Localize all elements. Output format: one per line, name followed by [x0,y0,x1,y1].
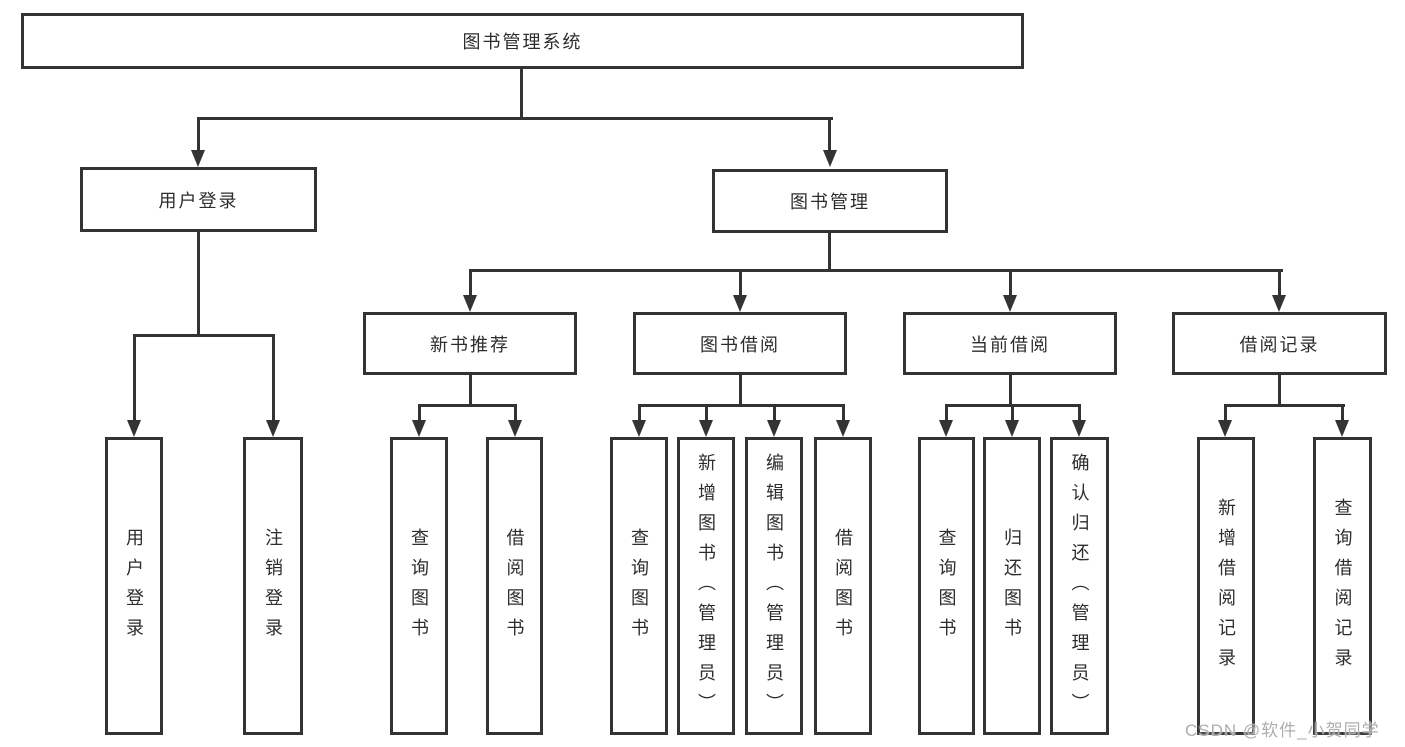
arrowhead-icon [191,150,205,167]
arrowhead-icon [1335,420,1349,437]
connector-login-drop-2 [272,334,275,422]
connector-l3-drop-4 [1278,269,1281,298]
node-current-borrowing-label: 当前借阅 [970,334,1050,355]
connector-g1-stem [469,375,472,406]
leaf-recommend-query-books-label: 查询图书 [409,528,429,648]
connector-g4-branch [1224,404,1345,407]
csdn-watermark: CSDN @软件_小贺同学 [1185,721,1380,740]
connector-g2-drop-1 [638,404,641,422]
leaf-recommend-query-books: 查询图书 [390,437,448,735]
connector-g3-stem [1009,375,1012,406]
leaf-records-add-record: 新增借阅记录 [1197,437,1255,735]
arrowhead-icon [733,295,747,312]
arrowhead-icon [767,420,781,437]
leaf-borrowing-borrow-books-label: 借阅图书 [833,528,853,648]
connector-g1-drop-1 [418,404,421,422]
arrowhead-icon [699,420,713,437]
connector-g2-branch [638,404,845,407]
leaf-current-confirm-return-admin-label: 确认归还（管理员） [1069,453,1090,723]
leaf-borrowing-add-books-admin-label: 新增图书（管理员） [696,453,716,723]
connector-login-stem [197,232,200,337]
connector-g3-drop-1 [945,404,948,422]
leaf-logout-label: 注销登录 [263,528,283,648]
node-borrow-records-label: 借阅记录 [1239,334,1320,355]
connector-g2-drop-4 [842,404,845,422]
arrowhead-icon [1005,420,1019,437]
connector-g1-drop-2 [514,404,517,422]
node-new-book-recommend-label: 新书推荐 [430,334,510,355]
connector-mgmt-stem [828,233,831,272]
leaf-records-query-record: 查询借阅记录 [1313,437,1372,735]
leaf-recommend-borrow-books-label: 借阅图书 [504,528,525,648]
connector-login-drop-1 [133,334,136,422]
connector-login-branch [133,334,275,337]
node-new-book-recommend: 新书推荐 [363,312,577,375]
node-book-borrowing-label: 图书借阅 [700,334,780,355]
arrowhead-icon [463,295,477,312]
leaf-borrowing-edit-books-admin-label: 编辑图书（管理员） [764,453,784,723]
node-borrow-records: 借阅记录 [1172,312,1387,375]
node-root-label: 图书管理系统 [462,32,583,52]
connector-g2-drop-3 [773,404,776,422]
connector-g2-stem [739,375,742,406]
arrowhead-icon [266,420,280,437]
leaf-borrowing-borrow-books: 借阅图书 [814,437,872,735]
leaf-borrowing-query-books-label: 查询图书 [629,528,649,648]
leaf-current-return-books: 归还图书 [983,437,1041,735]
arrowhead-icon [1003,295,1017,312]
arrowhead-icon [939,420,953,437]
leaf-current-query-books-label: 查询图书 [936,528,957,648]
node-book-management: 图书管理 [712,169,948,233]
leaf-borrowing-edit-books-admin: 编辑图书（管理员） [745,437,803,735]
arrowhead-icon [1218,420,1232,437]
leaf-records-query-record-label: 查询借阅记录 [1332,498,1353,678]
node-user-login: 用户登录 [80,167,317,232]
node-user-login-label: 用户登录 [158,190,239,211]
leaf-current-confirm-return-admin: 确认归还（管理员） [1050,437,1109,735]
leaf-user-login-label: 用户登录 [124,528,144,648]
node-book-management-label: 图书管理 [790,192,870,212]
connector-l2-drop-right [828,117,831,153]
arrowhead-icon [127,420,141,437]
leaf-user-login: 用户登录 [105,437,163,735]
arrowhead-icon [823,150,837,167]
connector-l3-branch [469,269,1283,272]
arrowhead-icon [836,420,850,437]
leaf-borrowing-add-books-admin: 新增图书（管理员） [677,437,735,735]
connector-l3-drop-2 [739,269,742,298]
arrowhead-icon [412,420,426,437]
leaf-logout: 注销登录 [243,437,303,735]
connector-l2-drop-left [197,117,200,153]
connector-l3-drop-1 [469,269,472,298]
arrowhead-icon [1072,420,1086,437]
arrowhead-icon [1272,295,1286,312]
node-book-borrowing: 图书借阅 [633,312,847,375]
arrowhead-icon [632,420,646,437]
connector-g3-drop-2 [1011,404,1014,422]
connector-l2-branch [197,117,833,120]
connector-g4-stem [1278,375,1281,406]
leaf-borrowing-query-books: 查询图书 [610,437,668,735]
connector-g2-drop-2 [705,404,708,422]
node-current-borrowing: 当前借阅 [903,312,1117,375]
connector-g1-branch [418,404,517,407]
connector-g3-drop-3 [1078,404,1081,422]
leaf-current-query-books: 查询图书 [918,437,975,735]
arrowhead-icon [508,420,522,437]
leaf-recommend-borrow-books: 借阅图书 [486,437,543,735]
connector-g4-drop-1 [1224,404,1227,422]
connector-root-stem [520,69,523,120]
connector-l3-drop-3 [1009,269,1012,298]
leaf-records-add-record-label: 新增借阅记录 [1216,498,1236,678]
leaf-current-return-books-label: 归还图书 [1002,528,1022,648]
connector-g4-drop-2 [1341,404,1344,422]
node-root: 图书管理系统 [21,13,1024,69]
